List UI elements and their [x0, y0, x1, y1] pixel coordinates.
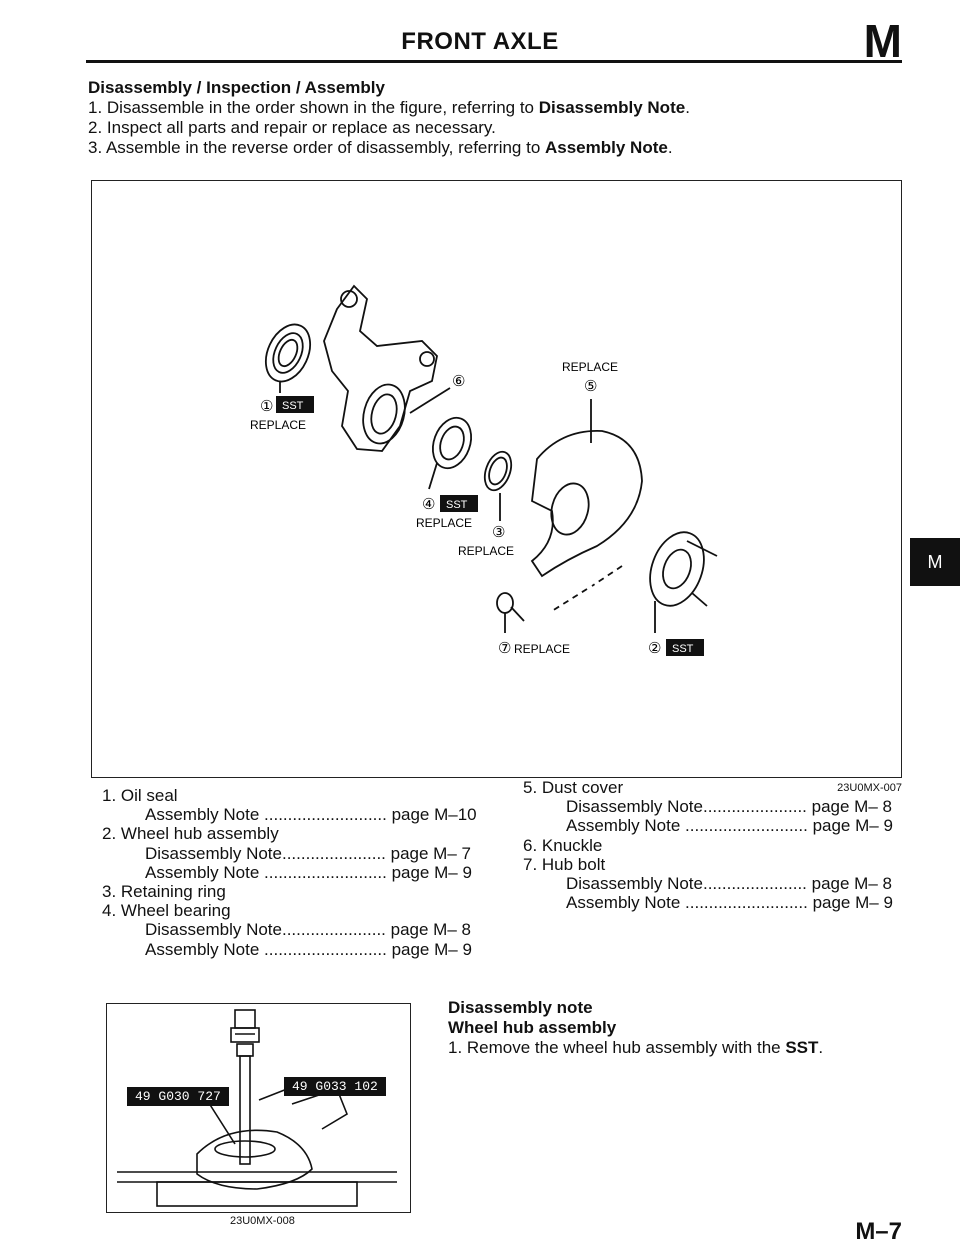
figure-code-sub: 23U0MX-008: [230, 1215, 295, 1227]
figure-code-main: 23U0MX-007: [837, 782, 902, 794]
step1-text: 1. Disassemble in the order shown in the…: [88, 98, 539, 117]
legend-note-line: Assembly Note ..........................…: [566, 893, 893, 913]
callout-2: ② SST: [648, 639, 704, 657]
legend-note-line: Disassembly Note...................... p…: [145, 920, 471, 940]
oil-seal-drawing: [264, 323, 312, 393]
legend-note-line: Disassembly Note...................... p…: [145, 843, 471, 863]
dust-cover-drawing: [530, 399, 643, 578]
callout-2-number: ②: [648, 640, 661, 657]
step1-bold: Disassembly Note: [538, 98, 686, 117]
callout-4: ④ SST REPLACE: [416, 495, 478, 530]
note-step: 1. Remove the wheel hub assembly with th…: [448, 1038, 823, 1058]
callout-7-number: ⑦: [498, 640, 511, 657]
callout-7-note: REPLACE: [514, 642, 570, 656]
procedure-step-3: 3. Assemble in the reverse order of disa…: [88, 138, 673, 158]
procedure-heading: Disassembly / Inspection / Assembly: [88, 78, 385, 97]
note-title: Disassembly note: [448, 998, 593, 1017]
removal-drawing: [117, 1009, 397, 1207]
callout-1-note: REPLACE: [250, 418, 306, 432]
page-title: FRONT AXLE: [401, 28, 559, 55]
callout-2-sst: SST: [672, 643, 694, 655]
knuckle-drawing: [323, 284, 451, 452]
exploded-view-drawing: ① SST REPLACE ⑥ REPLACE ⑤ ④ SST REPLACE …: [250, 284, 718, 657]
legend-part-line: 4. Wheel bearing: [102, 901, 231, 921]
removal-figure: 49 G030 727 49 G033 102: [106, 1003, 411, 1213]
callout-5: REPLACE ⑤: [562, 360, 618, 395]
step3-text: 3. Assemble in the reverse order of disa…: [88, 138, 545, 157]
callout-4-number: ④: [422, 496, 435, 513]
legend-part-line: 1. Oil seal: [102, 786, 178, 805]
callout-1-number: ①: [260, 398, 273, 415]
legend-part-line: 5. Dust cover: [523, 778, 624, 797]
legend-part-line: 6. Knuckle: [523, 835, 603, 855]
legend-note-line: Disassembly Note...................... p…: [566, 874, 892, 893]
wheel-hub-drawing: [551, 531, 718, 633]
page-number: M–7: [855, 1218, 902, 1245]
callout-5-number: ⑤: [584, 378, 597, 395]
legend-note-line: Assembly Note ..........................…: [145, 939, 472, 959]
hub-bolt-drawing: [496, 592, 525, 633]
callout-5-note: REPLACE: [562, 360, 618, 374]
wheel-bearing-drawing: [428, 416, 473, 490]
step3-bold: Assembly Note: [545, 138, 668, 157]
step3-suffix: .: [667, 138, 673, 157]
note-step-text: 1. Remove the wheel hub assembly with th…: [448, 1038, 786, 1057]
legend-note-line: Assembly Note ..........................…: [145, 862, 472, 882]
legend-note-line: Disassembly Note...................... p…: [566, 797, 892, 817]
step1-suffix: .: [685, 98, 690, 117]
callout-3-note: REPLACE: [458, 544, 514, 558]
callout-6: ⑥: [452, 373, 465, 390]
callout-7: ⑦ REPLACE: [498, 640, 570, 657]
procedure-step-2: 2. Inspect all parts and repair or repla…: [88, 118, 496, 137]
legend-part-line: 3. Retaining ring: [102, 882, 226, 901]
callout-4-note: REPLACE: [416, 516, 472, 530]
section-letter: M: [863, 15, 902, 67]
callout-6-number: ⑥: [452, 373, 465, 390]
callout-4-sst: SST: [446, 499, 468, 511]
note-step-bold: SST: [785, 1038, 819, 1057]
callout-3-number: ③: [492, 524, 505, 541]
exploded-view-figure: ① SST REPLACE ⑥ REPLACE ⑤ ④ SST REPLACE …: [91, 180, 902, 778]
legend-part-line: 2. Wheel hub assembly: [102, 824, 279, 844]
callout-1: ① SST REPLACE: [250, 396, 314, 432]
note-step-suffix: .: [818, 1038, 824, 1057]
procedure-step-1: 1. Disassemble in the order shown in the…: [88, 98, 690, 118]
callout-1-sst: SST: [282, 400, 304, 412]
callout-3: ③ REPLACE: [458, 524, 514, 558]
tool-label-right: 49 G033 102: [284, 1077, 386, 1096]
legend-part-line: 7. Hub bolt: [523, 854, 606, 874]
retaining-ring-drawing: [483, 450, 513, 521]
legend-note-line: Assembly Note ..........................…: [145, 805, 477, 825]
note-subtitle: Wheel hub assembly: [448, 1018, 617, 1037]
legend-note-line: Assembly Note ..........................…: [566, 816, 893, 836]
header-divider: [86, 60, 902, 63]
section-tab: M: [910, 538, 960, 586]
tool-label-left: 49 G030 727: [127, 1087, 229, 1106]
